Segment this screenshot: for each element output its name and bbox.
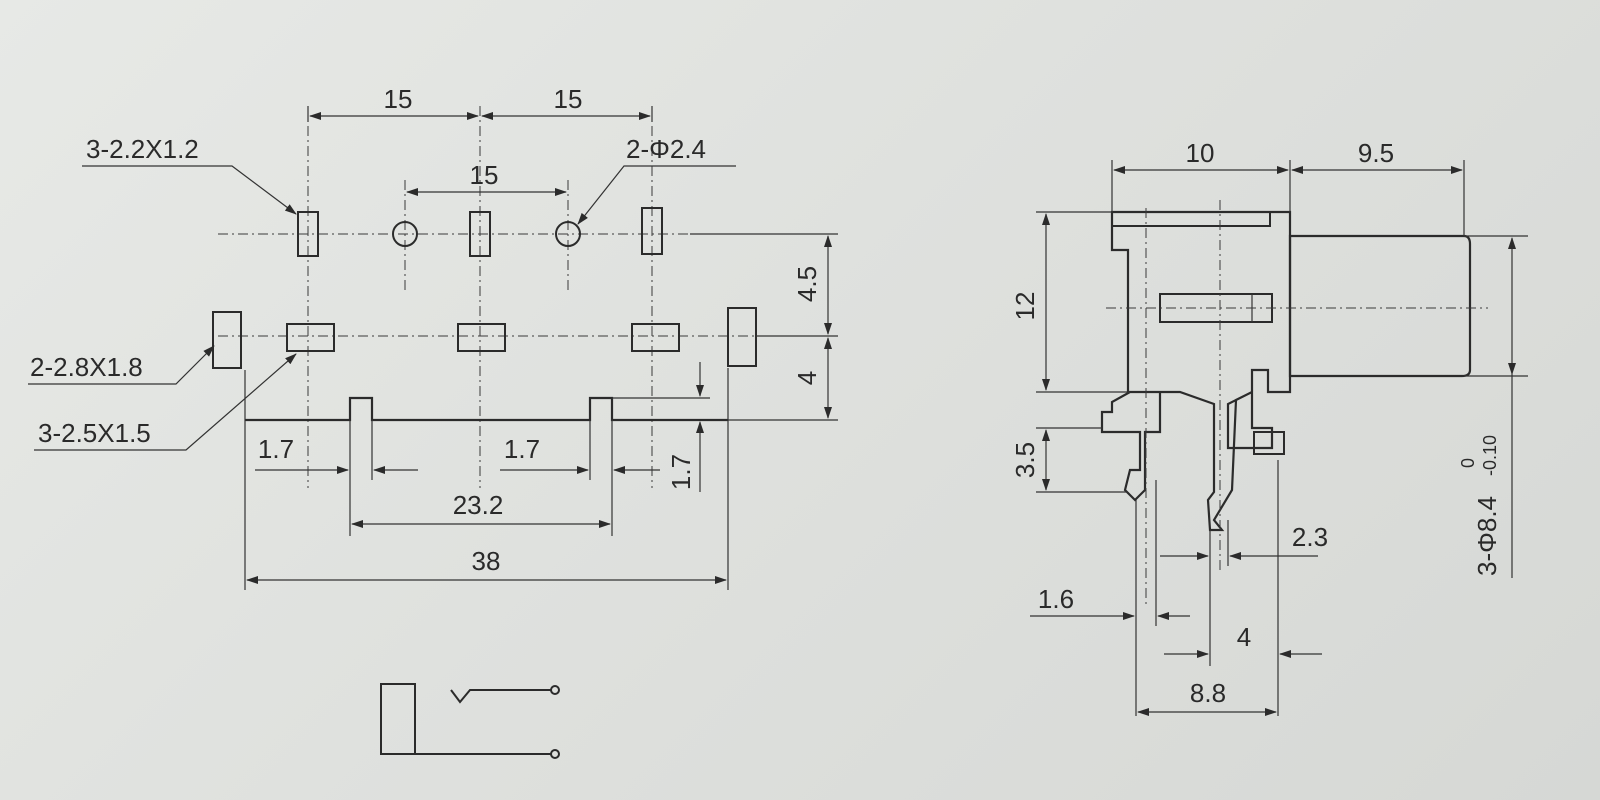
housing-outline (1100, 210, 1292, 532)
dim-pin-offset: 4 (1237, 622, 1251, 652)
jack-schematic-symbol (380, 683, 560, 759)
mid-slot-2 (457, 323, 506, 352)
dim-pitch-left: 15 (384, 84, 413, 114)
callout-slot-side: 2-2.8X1.8 (30, 352, 143, 382)
side-slot-right (727, 307, 757, 367)
dim-barrel-tol-lower: -0.10 (1480, 435, 1500, 476)
dim-pin-gap: 2.3 (1292, 522, 1328, 552)
top-slot-1 (297, 211, 319, 257)
dim-height-lower: 4 (792, 371, 822, 385)
leader-hole-top (577, 165, 736, 225)
dim-pin-height: 1.7 (666, 454, 696, 490)
dim-height-lug: 3.5 (1010, 442, 1040, 478)
dim-height-upper: 4.5 (792, 266, 822, 302)
mid-slot-3 (631, 323, 680, 352)
body-outline (245, 396, 728, 422)
jack-barrel (1288, 234, 1472, 378)
footprint-view: 15 15 15 4.5 4 1.7 1.7 1.7 23.2 38 3-2.2… (28, 84, 838, 590)
leader-slot-middle (34, 353, 297, 451)
dim-barrel-tol-upper: 0 (1458, 458, 1478, 468)
dim-offset-mid: 1.7 (504, 434, 540, 464)
dim-offset-left: 1.7 (258, 434, 294, 464)
symbol-tip-contact (450, 689, 551, 704)
dim-width-body: 10 (1186, 138, 1215, 168)
side-view: 10 9.5 12 3.5 3-Φ8.4 0 -0.10 2.3 1.6 4 8… (1010, 138, 1528, 716)
ground-tab (1253, 431, 1285, 455)
dim-total-width: 38 (472, 546, 501, 576)
top-hole-2 (555, 221, 581, 247)
mid-slot-1 (286, 323, 335, 352)
dim-pitch-right: 15 (554, 84, 583, 114)
top-hole-1 (392, 221, 418, 247)
callout-slot-middle: 3-2.5X1.5 (38, 418, 151, 448)
dim-hole-pitch: 15 (470, 160, 499, 190)
top-slot-3 (641, 207, 663, 255)
dim-pin-span: 23.2 (453, 490, 504, 520)
leader-slot-top (82, 165, 297, 215)
dim-height-body: 12 (1010, 292, 1040, 321)
symbol-terminal-lower (550, 749, 560, 759)
symbol-terminal-upper (550, 685, 560, 695)
dim-width-jack: 9.5 (1358, 138, 1394, 168)
top-flange (1111, 211, 1271, 227)
leader-slot-side (28, 345, 215, 385)
dim-base-width: 8.8 (1190, 678, 1226, 708)
callout-slot-top: 3-2.2X1.2 (86, 134, 199, 164)
callout-hole-top: 2-Φ2.4 (626, 134, 706, 164)
side-slot-left (212, 311, 242, 369)
top-slot-2 (469, 211, 491, 257)
dim-pin-width: 1.6 (1038, 584, 1074, 614)
symbol-sleeve (380, 683, 416, 755)
dim-barrel-dia: 3-Φ8.4 (1472, 496, 1502, 576)
